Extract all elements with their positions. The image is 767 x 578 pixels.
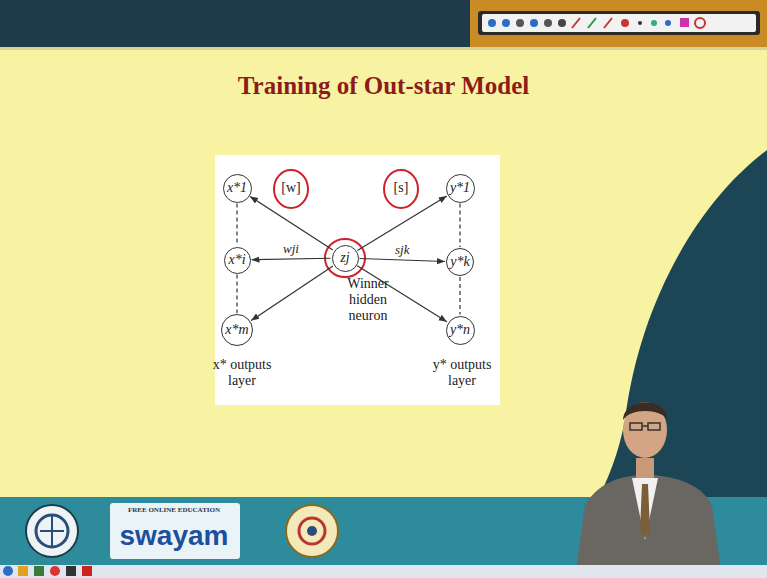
logo-tagline: FREE ONLINE EDUCATION [114,506,234,514]
dashed-link [459,204,460,248]
program-seal [286,505,338,557]
dashed-link [236,275,237,314]
neuron-label: x*1 [227,181,247,195]
output-neuron: y*n [446,316,475,345]
top-rule [0,47,767,50]
neuron-label: x*m [225,323,248,337]
output-neuron: y*k [446,248,474,276]
neuron-label: y*k [450,255,469,269]
output-neuron: x*1 [223,174,252,203]
output-neuron: y*1 [446,174,475,203]
weight-matrix-label: [s] [386,180,416,196]
neuron-label: y*n [450,323,470,337]
weight-matrix-label: [w] [276,180,306,196]
taskbar-icons [3,566,92,576]
annotation-circle [325,239,365,277]
weight-arrow [251,266,333,321]
annotation-circle [274,170,308,208]
institute-seal [26,505,78,557]
weight-label: sjk [393,243,411,257]
neuron-label: zj [340,251,349,265]
weight-arrow [359,259,445,262]
weight-arrow [251,258,330,259]
hidden-neuron: zj [332,245,359,272]
dashed-link [459,277,460,315]
layer-caption: y* outputs layer [425,357,500,389]
top-bar-accent [470,0,767,47]
dashed-link [236,204,237,246]
neuron-caption: Winner hidden neuron [333,276,403,324]
slide-title: Training of Out-star Model [0,72,767,100]
neuron-label: y*1 [450,181,470,195]
layer-caption: x* outputs layer [205,357,280,389]
output-neuron: x*i [224,247,251,274]
weight-label: wji [281,242,301,256]
top-bar [0,0,470,47]
annotation-circle [384,170,418,208]
toolbar [478,11,760,35]
output-neuron: x*m [221,314,253,346]
swayam-logo-panel [110,503,240,559]
taskbar [0,565,767,578]
presenter-figure [575,402,722,578]
logo-wordmark: swayam [111,520,237,552]
neuron-label: x*i [228,253,245,267]
